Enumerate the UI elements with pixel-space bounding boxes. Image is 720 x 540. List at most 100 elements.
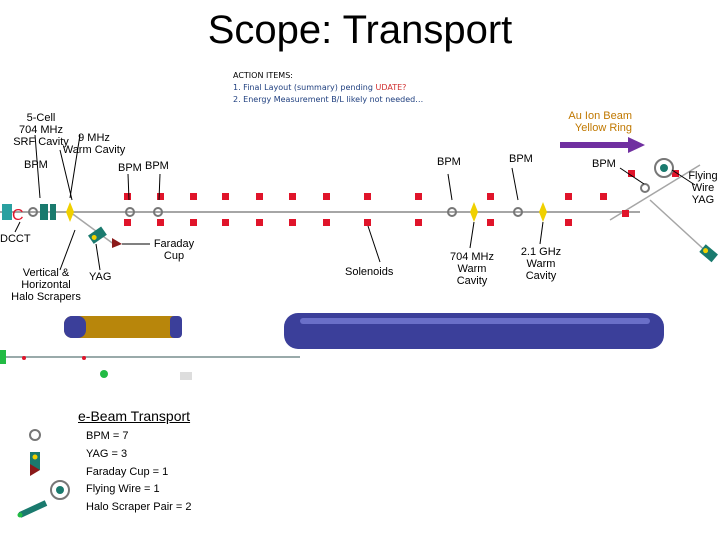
gun-block <box>2 204 12 220</box>
label-21ghz-cavity: 2.1 GHz Warm Cavity <box>513 246 569 282</box>
legend-bpm: BPM = 7 <box>86 430 129 442</box>
label-flying-wire: Flying Wire YAG <box>686 170 720 206</box>
label-bpm-4: BPM <box>437 156 461 168</box>
yag-device-right <box>699 244 718 263</box>
label-bpm-6: BPM <box>592 158 616 170</box>
legend-yag-icon <box>30 452 40 470</box>
label-five-cell: 5-Cell <box>26 112 56 124</box>
legend-flying-wire-icon <box>50 480 70 500</box>
legend-bpm-icon <box>29 429 41 441</box>
solenoid-marker <box>628 170 635 177</box>
cavity-704-marker <box>470 202 478 222</box>
label-flying-3: YAG <box>691 194 715 206</box>
model-red-node <box>22 356 26 360</box>
bpm-icon <box>28 207 38 217</box>
action-items: ACTION ITEMS: 1. Final Layout (summary) … <box>233 70 423 106</box>
label-vh-3: Halo Scrapers <box>11 291 81 303</box>
legend-flying-wire: Flying Wire = 1 <box>86 483 160 495</box>
label-pointers <box>14 134 696 271</box>
injector-cluster: C <box>2 202 74 224</box>
dcct-c-glyph: C <box>12 207 24 224</box>
label-flying-1: Flying <box>688 170 718 182</box>
solenoid-marker <box>565 193 572 200</box>
solenoid-marker <box>289 193 296 200</box>
legend-yag: YAG = 3 <box>86 448 128 460</box>
solenoid-marker <box>256 219 263 226</box>
model-srf-endcap-right <box>170 316 182 338</box>
label-yag: YAG <box>89 271 112 283</box>
au-ion-beam-arrow <box>560 137 645 153</box>
label-flying-2: Wire <box>691 182 715 194</box>
label-halo-scrapers: Vertical & Horizontal Halo Scrapers <box>6 267 86 303</box>
legend-halo-scraper-icon <box>17 512 23 518</box>
page-title: Scope: Transport <box>207 8 513 52</box>
solenoid-marker <box>124 219 131 226</box>
label-9mhz-cavity: 9 MHz Warm Cavity <box>58 132 130 156</box>
solenoid-marker <box>256 193 263 200</box>
label-faraday-2: Cup <box>163 250 185 262</box>
solenoid-marker <box>364 219 371 226</box>
cavity-yellow-left <box>66 202 74 222</box>
solenoid-marker <box>124 193 131 200</box>
legend-faraday-icon <box>30 464 40 476</box>
solenoid-marker <box>487 193 494 200</box>
solenoid-marker <box>622 210 629 217</box>
action-item-2: 2. Energy Measurement B/L likely not nee… <box>233 95 424 104</box>
bpm-markers <box>28 183 650 217</box>
solenoid-marker <box>487 219 494 226</box>
label-704-2: Warm <box>457 263 487 275</box>
label-9mhz: 9 MHz <box>78 132 110 144</box>
action-item-1: 1. Final Layout (summary) pending UDATE? <box>233 82 423 94</box>
beamline-branch-right <box>649 199 711 256</box>
solenoid-marker <box>222 193 229 200</box>
solenoid-marker <box>364 193 371 200</box>
model-small-block <box>180 372 192 380</box>
solenoid-marker <box>157 219 164 226</box>
warm-cavity-block <box>50 204 56 220</box>
legend-icons <box>17 429 70 518</box>
flying-wire-device <box>654 158 674 178</box>
label-vh-1: Vertical & <box>22 267 70 279</box>
solenoid-marker <box>222 219 229 226</box>
label-bpm-1: BPM <box>24 159 48 171</box>
legend-title: e-Beam Transport <box>78 408 191 424</box>
label-bpm-3: BPM <box>145 160 169 172</box>
solenoid-marker <box>289 219 296 226</box>
solenoid-marker <box>415 193 422 200</box>
label-au-ion-beam: Au Ion Beam Yellow Ring <box>520 110 632 134</box>
label-ghz-3: Cavity <box>525 270 557 282</box>
label-au-line1: Au Ion Beam <box>568 110 632 122</box>
action-items-header: ACTION ITEMS: <box>233 71 293 80</box>
label-704-3: Cavity <box>456 275 488 287</box>
srf-cavity-block <box>40 204 48 220</box>
solenoid-marker <box>565 219 572 226</box>
label-faraday-cup: Faraday Cup <box>146 238 202 262</box>
label-srf-cavity: 5-Cell 704 MHz SRF Cavity <box>6 112 76 148</box>
beamline-branch-left <box>69 211 116 246</box>
label-ghz-1: 2.1 GHz <box>520 246 562 258</box>
bpm-icon <box>513 207 523 217</box>
label-au-line2: Yellow Ring <box>574 122 632 134</box>
model-green-node <box>100 370 108 378</box>
label-dcct: DCCT <box>0 233 31 245</box>
label-srf-text: SRF Cavity <box>13 136 69 148</box>
label-ghz-2: Warm <box>526 258 556 270</box>
solenoid-marker <box>190 219 197 226</box>
solenoid-marker <box>323 219 330 226</box>
model-pipe-highlight <box>300 318 650 324</box>
warm-cavity-markers <box>470 202 547 222</box>
solenoid-marker <box>157 193 164 200</box>
legend-halo-scraper: Halo Scraper Pair = 2 <box>86 501 192 513</box>
action-item-1-flag: UDATE? <box>375 83 407 92</box>
label-warm-cavity: Warm Cavity <box>62 144 126 156</box>
label-solenoids: Solenoids <box>345 266 394 278</box>
label-bpm-2: BPM <box>118 162 142 174</box>
cavity-21ghz-marker <box>539 202 547 222</box>
label-704mhz: 704 MHz <box>18 124 64 136</box>
model-gun-green <box>0 350 6 364</box>
label-bpm-5: BPM <box>509 153 533 165</box>
solenoid-marker <box>672 170 679 177</box>
solenoid-marker <box>323 193 330 200</box>
bpm-icon <box>125 207 135 217</box>
